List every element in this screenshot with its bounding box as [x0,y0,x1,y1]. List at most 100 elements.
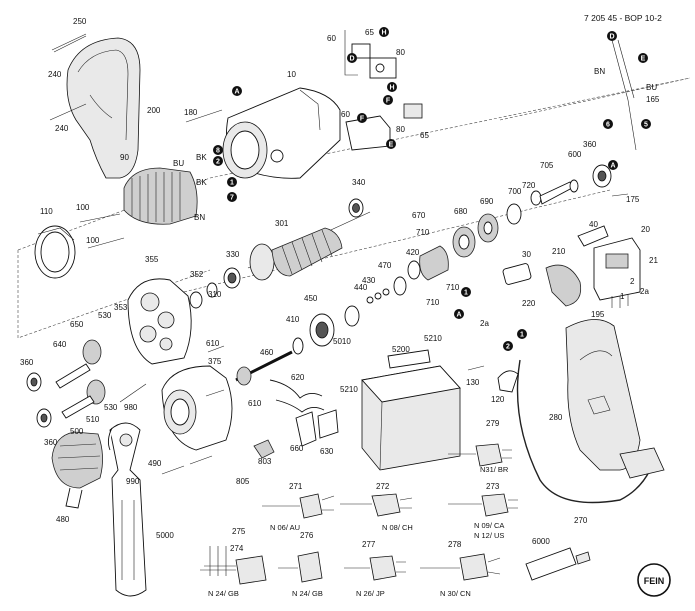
svg-text:8: 8 [216,148,220,155]
part-label-375: 375 [208,357,222,366]
part-label-60a: 60 [327,34,336,43]
part-label-705: 705 [540,161,554,170]
part-label-2ar: 2a [640,287,649,296]
part-label-600: 600 [568,150,582,159]
part-label-240a: 240 [48,70,62,79]
svg-text:2: 2 [216,159,220,166]
part-label-680: 680 [454,207,468,216]
plug-279 [448,443,512,467]
screw-130 [467,365,485,371]
part-label-352: 352 [190,270,204,279]
part-label-276: 276 [300,531,314,540]
part-label-270: 270 [574,516,588,525]
part-label-5010: 5010 [333,337,351,346]
part-label-510: 510 [86,415,100,424]
plug-277 [344,555,406,581]
part-label-710b: 710 [446,283,460,292]
part-label-355: 355 [145,255,159,264]
part-label-10: 10 [287,70,296,79]
screw-100b [87,237,125,249]
part-label-274: 274 [230,544,244,553]
part-label-340: 340 [352,178,366,187]
pin-980 [119,383,147,403]
part-label-360a: 360 [20,358,34,367]
part-label-440: 440 [354,283,368,292]
part-label-301: 301 [275,219,289,228]
ratchet-430 [366,288,390,304]
part-label-21: 21 [649,256,658,265]
svg-text:1: 1 [464,290,468,297]
part-label-310: 310 [208,290,222,299]
bearing-440 [344,305,360,327]
plug-274 [200,546,267,585]
part-label-803: 803 [258,457,272,466]
grease-tube-6000 [525,547,591,581]
screw-990b [189,455,213,465]
washer-310 [206,282,218,298]
part-660 [295,411,317,447]
part-label-710a: 710 [416,228,430,237]
svg-text:1: 1 [520,332,524,339]
plate-630 [317,409,339,439]
shaft-705 [539,181,573,205]
side-handle-5000 [107,422,147,597]
part-label-278: 278 [448,540,462,549]
shaft-650 [55,363,91,389]
wire-label-bu: BU [173,159,184,168]
plug-272 [340,493,413,517]
callout-marker-1b: 1 [461,287,471,297]
part-label-195: 195 [591,310,605,319]
part-label-275: 275 [232,527,246,536]
part-label-100b: 100 [86,236,100,245]
caption-n12: N 12/ US [474,531,504,540]
plug-271 [262,493,335,519]
part-label-30: 30 [522,250,531,259]
switch-20 [593,237,641,308]
part-label-410: 410 [286,315,300,324]
callout-marker-1c: 1 [517,329,527,339]
part-label-480: 480 [56,515,70,524]
callout-marker-A2: A [608,160,618,170]
bearing-330 [223,267,241,289]
part-label-180: 180 [184,108,198,117]
part-label-500: 500 [70,427,84,436]
caption-n06: N 06/ AU [270,523,300,532]
callout-marker-2b: 2 [503,341,513,351]
plug-276 [278,551,323,583]
part-label-360b: 360 [44,438,58,447]
cable-270 [516,359,651,504]
part-label-1r: 1 [620,292,625,301]
bearing-340 [348,198,364,218]
part-label-175: 175 [626,195,640,204]
carry-case-5010 [361,349,461,471]
spindle-460 [235,350,293,386]
part-label-250: 250 [73,17,87,26]
gear-housing-375 [161,365,233,451]
part-label-700: 700 [508,187,522,196]
caption-n24b: N 24/ GB [292,589,323,598]
switch-lever-40 [577,225,609,247]
fan-guard-110 [34,225,76,279]
svg-text:D: D [349,56,354,63]
gear-housing-355 [127,278,192,365]
part-label-640: 640 [53,340,67,349]
part-label-5000: 5000 [156,531,174,540]
callout-marker-D1: D [347,53,357,63]
ring-720 [530,190,542,206]
screw-100a [79,213,121,223]
part-label-610b: 610 [248,399,262,408]
wire-label-bk2: BK [196,178,207,187]
part-label-40: 40 [589,220,598,229]
svg-text:6: 6 [606,122,610,129]
part-label-80a: 80 [396,48,405,57]
bearing-450 [309,313,335,347]
part-label-220: 220 [522,299,536,308]
svg-text:F: F [360,116,365,123]
svg-text:A: A [234,89,239,96]
fein-logo: FEIN [637,563,671,597]
callout-marker-A3: A [454,309,464,319]
part-label-80b: 80 [396,125,405,134]
brush-holder-60b [345,103,423,151]
wire-label-bk: BK [196,153,207,162]
